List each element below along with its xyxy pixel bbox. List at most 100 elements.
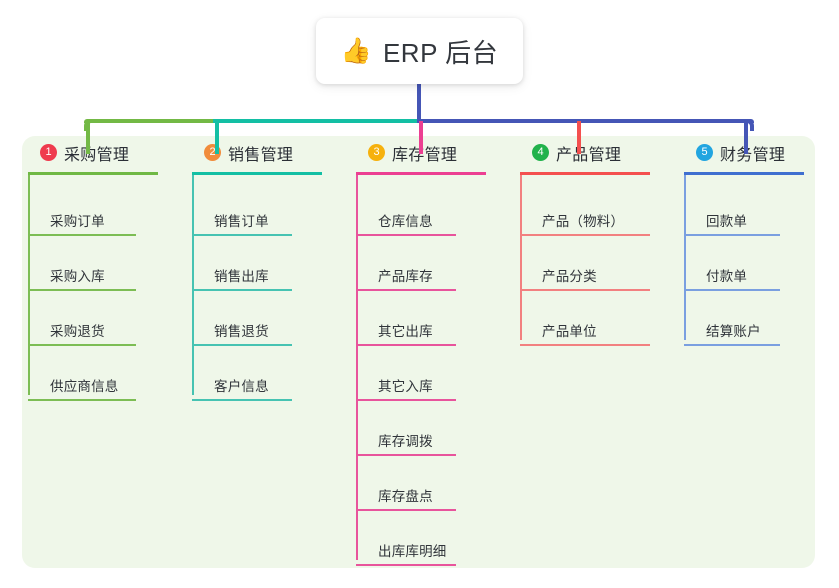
bus-segment-left <box>84 119 215 123</box>
leaf-label: 采购退货 <box>50 324 105 339</box>
branch-spine <box>356 175 358 560</box>
bus-segment-middle <box>213 119 421 123</box>
leaf-rule <box>192 234 292 236</box>
leaf-label: 出库库明细 <box>378 544 447 559</box>
leaf-label: 采购订单 <box>50 214 105 229</box>
leaf-rule <box>520 344 650 346</box>
branch-spine <box>192 175 194 395</box>
branch-items: 销售订单销售出库销售退货客户信息 <box>186 175 346 401</box>
leaf-rule <box>356 564 456 566</box>
bus-cap-left <box>84 119 96 131</box>
branch-number-badge: 3 <box>368 144 385 161</box>
branch-items: 采购订单采购入库采购退货供应商信息 <box>22 175 182 401</box>
leaf-label: 产品分类 <box>542 269 597 284</box>
branch-header-rule <box>684 172 804 175</box>
leaf-node[interactable]: 产品库存 <box>356 236 510 291</box>
drop-connector-2 <box>215 121 219 154</box>
leaf-label: 销售出库 <box>214 269 269 284</box>
branch-items: 产品（物料） 产品分类产品单位 <box>514 175 674 346</box>
branch-title: 销售管理 <box>228 146 294 164</box>
leaf-label: 采购入库 <box>50 269 105 284</box>
branch-title: 产品管理 <box>556 146 622 164</box>
leaf-rule <box>684 344 780 346</box>
leaf-label: 仓库信息 <box>378 214 433 229</box>
leaf-rule <box>520 234 650 236</box>
leaf-node[interactable]: 客户信息 <box>192 346 346 401</box>
leaf-node[interactable]: 其它出库 <box>356 291 510 346</box>
thumbs-up-emoji: 👍 <box>340 36 372 65</box>
leaf-node[interactable]: 结算账户 <box>684 291 828 346</box>
leaf-label: 其它出库 <box>378 324 433 339</box>
leaf-node[interactable]: 库存调拨 <box>356 401 510 456</box>
leaf-rule <box>28 399 136 401</box>
leaf-rule <box>192 399 292 401</box>
leaf-label: 产品单位 <box>542 324 597 339</box>
drop-connector-3 <box>419 121 423 154</box>
branch-items: 回款单付款单结算账户 <box>678 175 828 346</box>
branch-items: 仓库信息产品库存其它出库其它入库库存调拨库存盘点出库库明细 <box>350 175 510 566</box>
drop-connector-4 <box>577 121 581 154</box>
branch-header-1[interactable]: 1 采购管理 <box>22 136 182 169</box>
leaf-rule <box>28 344 136 346</box>
leaf-rule <box>192 344 292 346</box>
leaf-node[interactable]: 销售出库 <box>192 236 346 291</box>
leaf-label: 库存调拨 <box>378 434 433 449</box>
leaf-node[interactable]: 产品（物料） <box>520 181 674 236</box>
leaf-rule <box>356 344 456 346</box>
leaf-rule <box>356 509 456 511</box>
leaf-rule <box>356 289 456 291</box>
branch-title: 采购管理 <box>64 146 130 164</box>
leaf-node[interactable]: 销售订单 <box>192 181 346 236</box>
leaf-label: 结算账户 <box>706 324 761 339</box>
leaf-rule <box>356 454 456 456</box>
leaf-rule <box>684 234 780 236</box>
bus-segment-right <box>417 119 754 123</box>
leaf-node[interactable]: 采购入库 <box>28 236 182 291</box>
leaf-label: 供应商信息 <box>50 379 119 394</box>
leaf-label: 客户信息 <box>214 379 269 394</box>
leaf-node[interactable]: 出库库明细 <box>356 511 510 566</box>
leaf-node[interactable]: 产品单位 <box>520 291 674 346</box>
leaf-node[interactable]: 库存盘点 <box>356 456 510 511</box>
branch-column-1: 1 采购管理采购订单采购入库采购退货供应商信息 <box>22 136 182 401</box>
leaf-rule <box>356 234 456 236</box>
branch-header-rule <box>520 172 650 175</box>
leaf-node[interactable]: 采购订单 <box>28 181 182 236</box>
bus-cap-right <box>742 119 754 131</box>
leaf-label: 销售退货 <box>214 324 269 339</box>
leaf-node[interactable]: 其它入库 <box>356 346 510 401</box>
leaf-label: 回款单 <box>706 214 748 229</box>
leaf-rule <box>684 289 780 291</box>
leaf-node[interactable]: 供应商信息 <box>28 346 182 401</box>
leaf-node[interactable]: 回款单 <box>684 181 828 236</box>
leaf-label: 库存盘点 <box>378 489 433 504</box>
leaf-rule <box>356 399 456 401</box>
leaf-label: 产品（物料） <box>542 214 625 229</box>
leaf-node[interactable]: 付款单 <box>684 236 828 291</box>
branch-number-badge: 1 <box>40 144 57 161</box>
branch-header-rule <box>192 172 322 175</box>
leaf-node[interactable]: 产品分类 <box>520 236 674 291</box>
drop-connector-1 <box>86 121 90 154</box>
leaf-node[interactable]: 仓库信息 <box>356 181 510 236</box>
branch-spine <box>684 175 686 340</box>
leaf-rule <box>28 289 136 291</box>
leaf-rule <box>520 289 650 291</box>
leaf-node[interactable]: 销售退货 <box>192 291 346 346</box>
root-node[interactable]: 👍 ERP 后台 <box>316 18 523 84</box>
leaf-node[interactable]: 采购退货 <box>28 291 182 346</box>
leaf-label: 产品库存 <box>378 269 433 284</box>
branch-number-badge: 4 <box>532 144 549 161</box>
branch-header-4[interactable]: 4 产品管理 <box>514 136 674 169</box>
branch-header-rule <box>356 172 486 175</box>
leaf-label: 其它入库 <box>378 379 433 394</box>
branch-spine <box>520 175 522 340</box>
